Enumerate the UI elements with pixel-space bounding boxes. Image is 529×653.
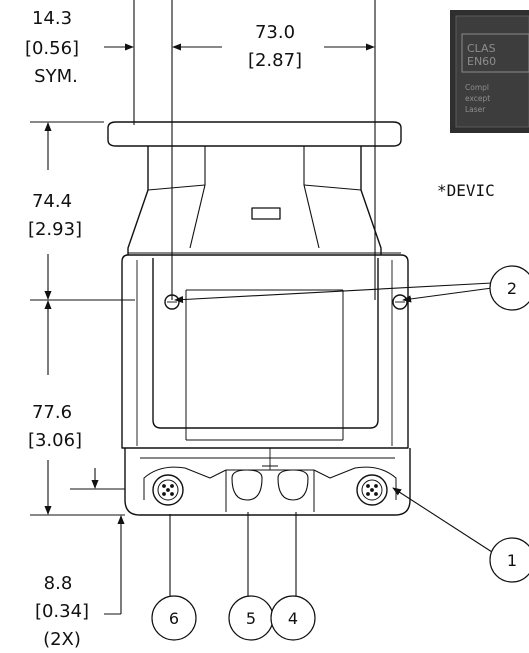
callout-1-bubble xyxy=(489,537,529,583)
dim-spacing: 73.0 [2.87] xyxy=(248,22,302,71)
callout-4-label: 4 xyxy=(288,609,298,628)
base-section xyxy=(124,448,411,516)
label-line-4: except xyxy=(465,94,490,103)
head-slot xyxy=(251,207,281,220)
head-housing xyxy=(127,146,382,255)
dim-base-height-note: (2X) xyxy=(43,629,81,650)
callout-2-bubble xyxy=(489,265,529,311)
lens-cap xyxy=(107,121,402,147)
front-window xyxy=(152,258,379,429)
label-line-2: EN60 xyxy=(467,55,496,68)
laser-label-inset: CLAS EN60 Compl except Laser xyxy=(450,10,529,133)
dim-spacing-in: [2.87] xyxy=(248,50,302,71)
mounting-hole-right xyxy=(392,294,408,310)
callout-leaders xyxy=(169,282,493,600)
callout-6-bubble xyxy=(151,595,197,641)
dimension-lines xyxy=(30,0,376,615)
dim-upper-height-mm: 74.4 xyxy=(32,191,72,212)
dim-lower-height-in: [3.06] xyxy=(28,430,82,451)
callout-1-label: 1 xyxy=(507,551,517,570)
callout-6-label: 6 xyxy=(169,609,179,628)
dim-side-offset-in: [0.56] xyxy=(25,38,79,59)
dim-base-height-in: [0.34] xyxy=(35,601,89,622)
dim-upper-height-in: [2.93] xyxy=(28,219,82,240)
connector-right xyxy=(313,466,397,506)
main-body xyxy=(121,254,409,449)
device-outline xyxy=(107,121,411,516)
label-line-1: CLAS xyxy=(467,42,496,55)
connector-left xyxy=(143,466,227,506)
label-line-5: Laser xyxy=(465,105,486,114)
dim-spacing-mm: 73.0 xyxy=(255,22,295,43)
callout-4-bubble xyxy=(270,595,316,641)
device-note: *DEVIC xyxy=(437,181,495,200)
dim-lower-height: 77.6 [3.06] xyxy=(28,402,82,451)
callout-bubbles xyxy=(151,265,529,641)
callout-5-label: 5 xyxy=(246,609,256,628)
cable-slots xyxy=(225,465,315,512)
callout-numbers: 2 1 6 5 4 xyxy=(169,279,517,628)
dim-upper-height: 74.4 [2.93] xyxy=(28,191,82,240)
dim-side-offset-note: SYM. xyxy=(34,66,78,87)
callout-2-label: 2 xyxy=(507,279,517,298)
dim-lower-height-mm: 77.6 xyxy=(32,402,72,423)
dim-base-height-mm: 8.8 xyxy=(44,573,73,594)
dim-side-offset-mm: 14.3 xyxy=(32,8,72,29)
dim-base-height: 8.8 [0.34] (2X) xyxy=(35,573,89,650)
label-line-3: Compl xyxy=(465,83,489,92)
dim-side-offset: 14.3 [0.56] SYM. xyxy=(25,8,79,87)
